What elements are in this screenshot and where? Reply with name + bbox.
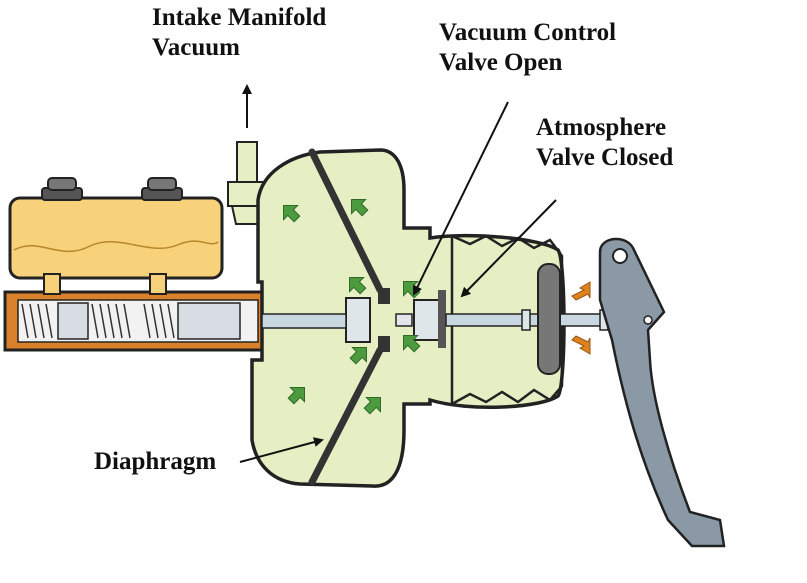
vacuum-control-label-line1: Vacuum Control	[439, 19, 617, 46]
orange-arrow-icon	[571, 335, 591, 355]
primary-piston	[57, 302, 89, 340]
atmosphere-valve-label: Atmosphere Valve Closed	[536, 113, 673, 173]
fluid-reservoir	[8, 177, 224, 295]
diaphragm	[308, 148, 384, 294]
brake-pedal	[598, 237, 726, 548]
atmosphere-label-line1: Atmosphere	[536, 114, 667, 141]
atmosphere-arrows	[571, 281, 591, 355]
intake-label-line1: Intake Manifold	[152, 4, 327, 31]
reservoir-cap-left	[41, 177, 83, 201]
diaphragm-pointer	[239, 437, 324, 463]
vacuum-control-valve-label: Vacuum Control Valve Open	[439, 18, 616, 78]
atmosphere-label-line2: Valve Closed	[536, 144, 674, 171]
label-pointers	[239, 101, 557, 463]
vacuum-control-label-line2: Valve Open	[439, 49, 563, 76]
vacuum-control-valve	[395, 313, 413, 327]
piston-springs	[21, 303, 175, 339]
diaphragm-label: Diaphragm	[94, 448, 217, 475]
intake-label-line2: Vacuum	[152, 34, 240, 61]
reservoir-cap-right	[141, 177, 183, 201]
booster-housing	[250, 148, 647, 488]
atmosphere-pointer	[460, 199, 557, 298]
orange-arrow-icon	[571, 281, 591, 301]
intake-manifold-label: Intake Manifold Vacuum	[152, 3, 326, 63]
secondary-piston	[177, 302, 241, 340]
vacuum-control-pointer	[413, 101, 509, 296]
